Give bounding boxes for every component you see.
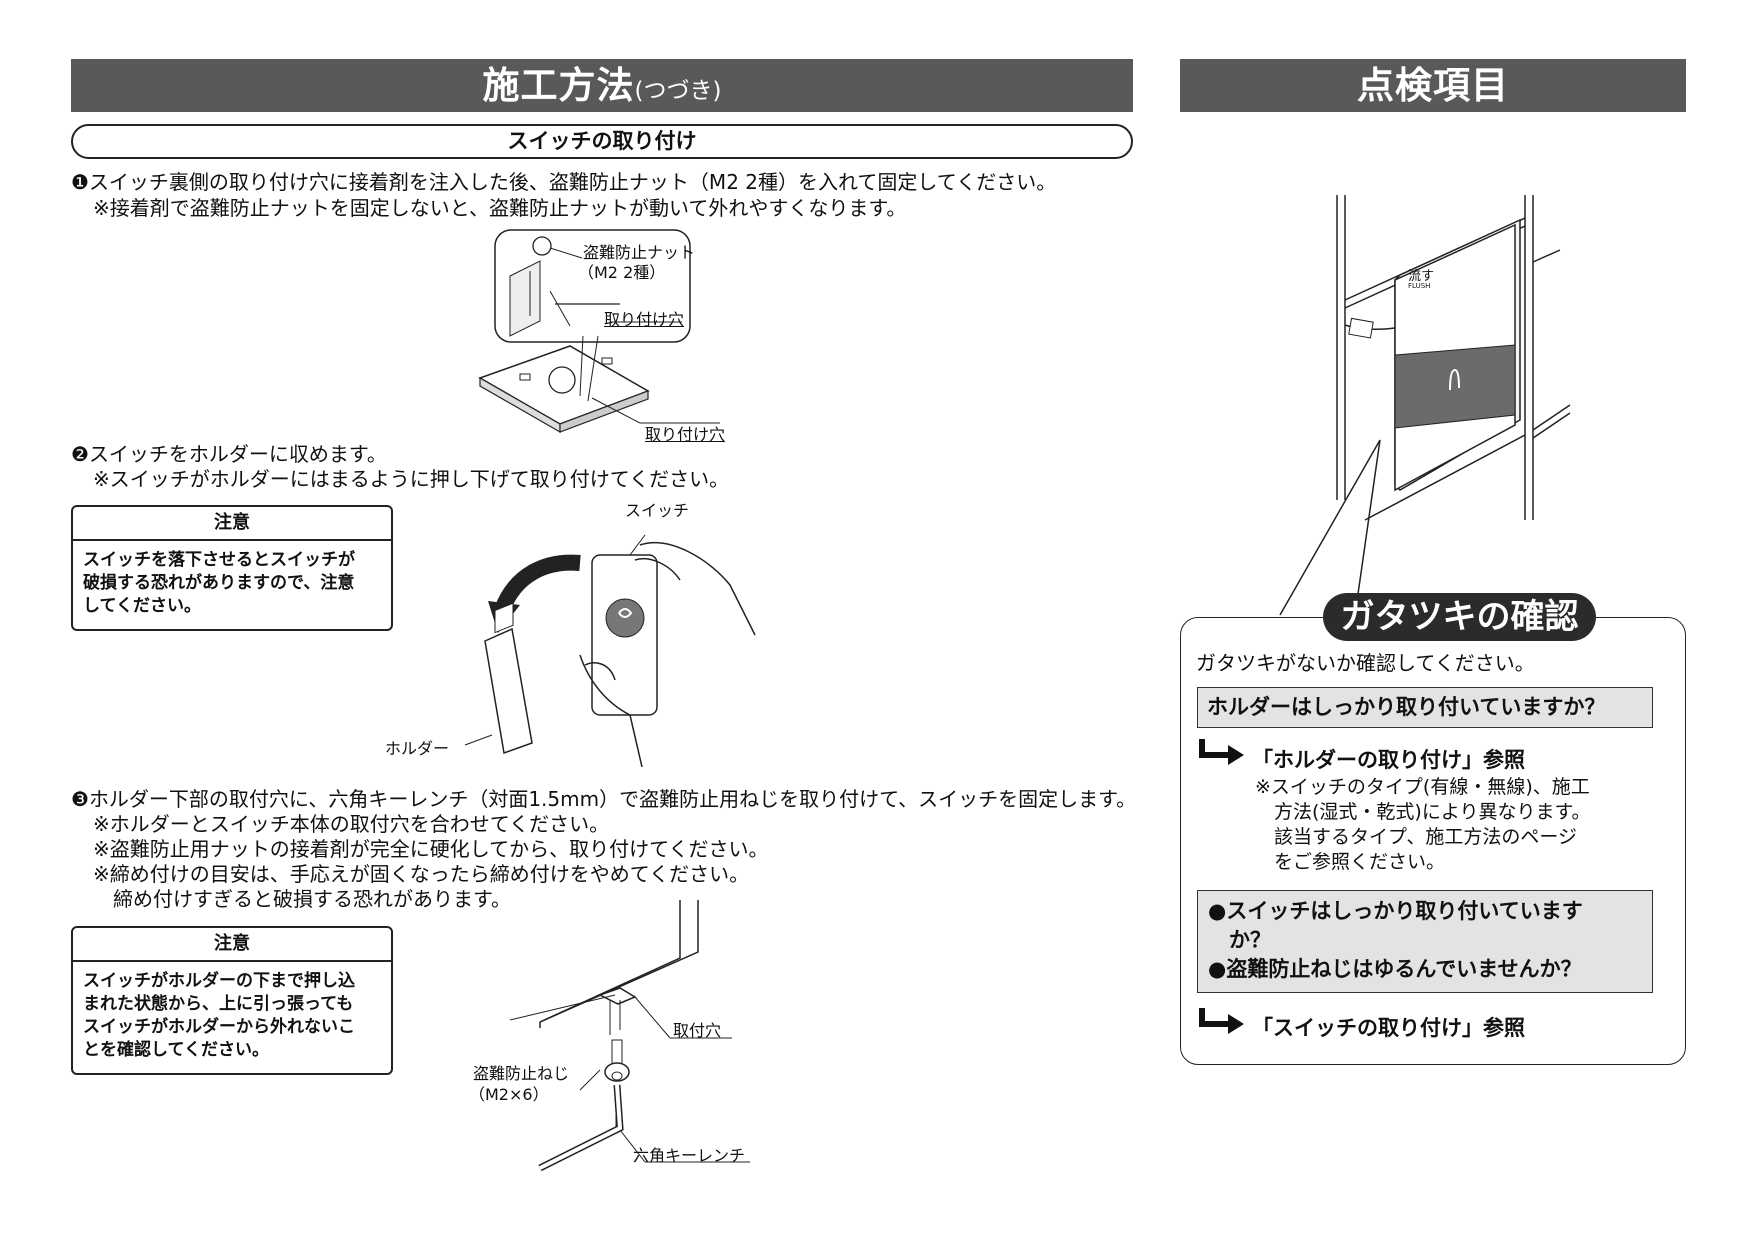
- step3-text: ❸ホルダー下部の取付穴に、六角キーレンチ（対面1.5mm）で盗難防止用ねじを取り…: [71, 787, 1136, 812]
- caution-body: スイッチを落下させるとスイッチが 破損する恐れがありますので、注意 してください…: [83, 550, 355, 616]
- right-title-banner: 点検項目: [1180, 59, 1686, 112]
- step3-note-3: ※締め付けの目安は、手応えが固くなったら締め付けをやめてください。: [93, 862, 750, 886]
- check-intro: ガタツキがないか確認してください。: [1196, 651, 1535, 675]
- label-screw-spec: （M2×6）: [469, 1085, 549, 1104]
- step1-note: ※接着剤で盗難防止ナットを固定しないと、盗難防止ナットが動いて外れやすくなります…: [93, 196, 907, 220]
- right-title: 点検項目: [1357, 64, 1509, 107]
- step3-note-2: ※盗難防止用ナットの接着剤が完全に硬化してから、取り付けてください。: [93, 837, 769, 861]
- step1-body: スイッチ裏側の取り付け穴に接着剤を注入した後、盗難防止ナット（M2 2種）を入れ…: [88, 170, 1057, 194]
- label-holder: ホルダー: [385, 739, 450, 758]
- label-nut-spec: （M2 2種）: [578, 263, 666, 282]
- step1-text: ❶スイッチ裏側の取り付け穴に接着剤を注入した後、盗難防止ナット（M2 2種）を入…: [71, 170, 1056, 195]
- step2-note: ※スイッチがホルダーにはまるように押し下げて取り付けてください。: [93, 467, 730, 491]
- inspection-illustration: [1279, 195, 1571, 616]
- step3-illustration: [509, 900, 750, 1172]
- step3-body: ホルダー下部の取付穴に、六角キーレンチ（対面1.5mm）で盗難防止用ねじを取り付…: [88, 787, 1137, 811]
- caution-title: 注意: [73, 507, 391, 541]
- ref-switch-install[interactable]: 「スイッチの取り付け」参照: [1252, 1016, 1525, 1040]
- caution-body: スイッチがホルダーの下まで押し込 まれた状態から、上に引っ張っても スイッチがホ…: [83, 971, 355, 1060]
- question-switch: ●スイッチはしっかり取り付いています か？ ●盗難防止ねじはゆるんでいませんか？: [1197, 890, 1653, 993]
- step1-illustration: [478, 229, 720, 434]
- step2-illustration: [464, 534, 756, 768]
- arrow-icon: [1198, 1006, 1246, 1040]
- step3-marker: ❸: [71, 787, 89, 811]
- question-holder: ホルダーはしっかり取り付いていますか？: [1197, 687, 1653, 728]
- device-label: 流す: [1408, 269, 1435, 284]
- caution-title: 注意: [73, 928, 391, 962]
- label-hole-lower: 取り付け穴: [645, 425, 726, 444]
- step2-text: ❷スイッチをホルダーに収めます。: [71, 442, 387, 467]
- check-title: ガタツキの確認: [1323, 593, 1596, 641]
- step3-note-4: 締め付けすぎると破損する恐れがあります。: [93, 887, 511, 911]
- label-screw: 盗難防止ねじ: [473, 1064, 570, 1083]
- subheading-switch-install: スイッチの取り付け: [71, 124, 1133, 159]
- label-hole: 取付穴: [673, 1021, 722, 1040]
- ref-holder-install[interactable]: 「ホルダーの取り付け」参照: [1252, 748, 1525, 772]
- label-nut: 盗難防止ナット: [583, 243, 696, 262]
- caution-box-drop: 注意 スイッチを落下させるとスイッチが 破損する恐れがありますので、注意 してく…: [71, 505, 393, 631]
- step1-marker: ❶: [71, 170, 89, 194]
- left-title-sub: (つづき): [634, 78, 722, 104]
- ref-holder-note: ※スイッチのタイプ(有線・無線)、施工 方法(湿式・乾式)により異なります。 該…: [1255, 776, 1591, 873]
- step2-marker: ❷: [71, 442, 89, 466]
- left-title-banner: 施工方法(つづき): [71, 59, 1133, 112]
- label-switch: スイッチ: [625, 501, 690, 520]
- step3-note-1: ※ホルダーとスイッチ本体の取付穴を合わせてください。: [93, 812, 610, 836]
- arrow-icon: [1198, 737, 1246, 771]
- caution-box-pull: 注意 スイッチがホルダーの下まで押し込 まれた状態から、上に引っ張っても スイッ…: [71, 926, 393, 1075]
- label-wrench: 六角キーレンチ: [633, 1146, 746, 1165]
- device-label-en: FLUSH: [1408, 282, 1431, 290]
- label-hole-upper: 取り付け穴: [604, 310, 685, 329]
- step2-body: スイッチをホルダーに収めます。: [88, 442, 387, 466]
- left-title: 施工方法: [482, 64, 635, 107]
